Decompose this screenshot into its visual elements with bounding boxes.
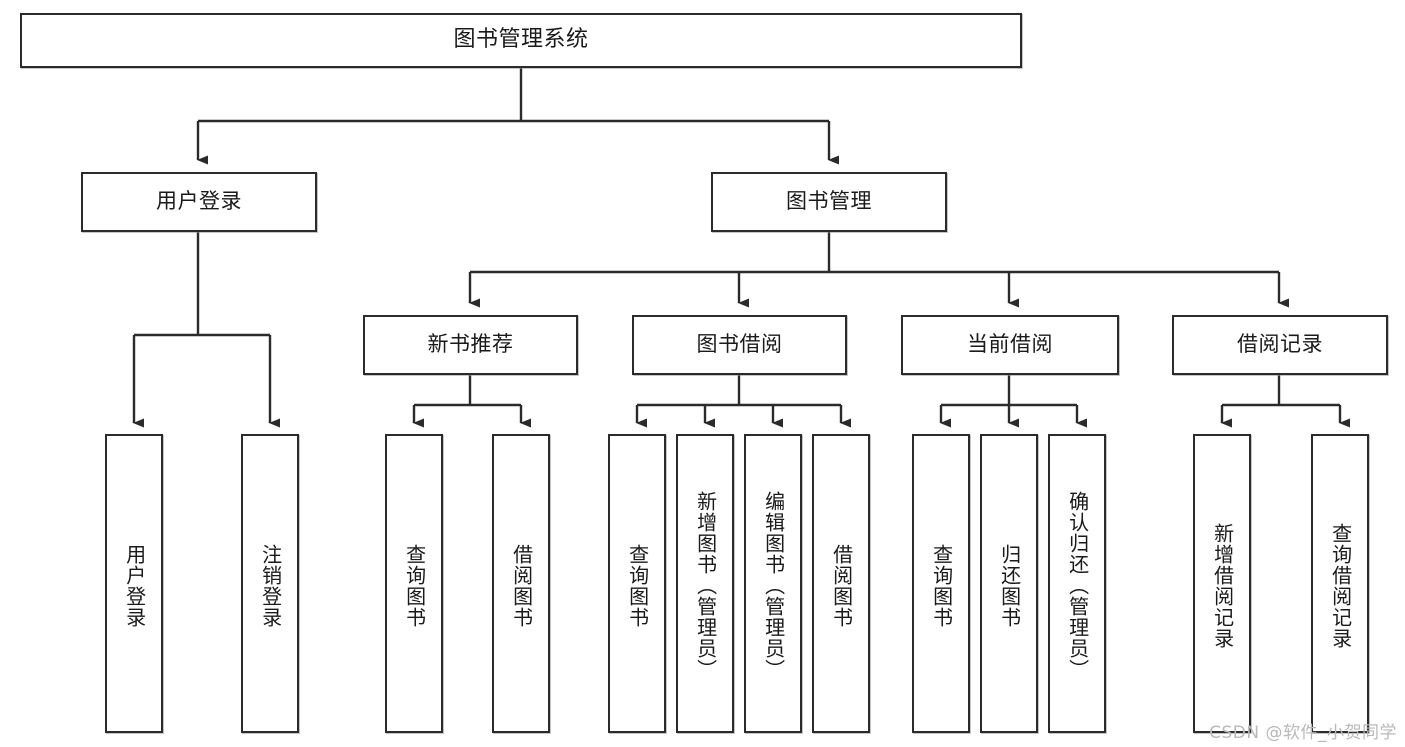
node-label: 注销登录 xyxy=(258,543,283,628)
leaf-recommend-borrow-book[interactable]: 借阅图书 xyxy=(492,434,550,733)
leaf-record-add-record[interactable]: 新增借阅记录 xyxy=(1193,434,1251,733)
node-label: 归还图书 xyxy=(997,543,1022,628)
node-label: 借阅记录 xyxy=(1237,332,1323,357)
node-label: 新书推荐 xyxy=(427,332,514,357)
node-new-book-recommend[interactable]: 新书推荐 xyxy=(363,315,578,375)
leaf-user-logout[interactable]: 注销登录 xyxy=(241,434,299,733)
leaf-record-query-record[interactable]: 查询借阅记录 xyxy=(1311,434,1369,733)
leaf-current-query-book[interactable]: 查询图书 xyxy=(912,434,970,733)
node-label: 借阅图书 xyxy=(829,543,854,628)
node-label: 当前借阅 xyxy=(967,332,1053,357)
node-label: 用户登录 xyxy=(122,543,147,628)
node-user-login[interactable]: 用户登录 xyxy=(81,172,317,232)
node-label: 编辑图书（管理员） xyxy=(761,491,786,680)
node-label: 图书借阅 xyxy=(696,332,783,357)
node-label: 查询借阅记录 xyxy=(1328,522,1353,649)
leaf-user-login[interactable]: 用户登录 xyxy=(105,434,163,733)
leaf-current-return-book[interactable]: 归还图书 xyxy=(980,434,1038,733)
leaf-borrow-edit-book[interactable]: 编辑图书（管理员） xyxy=(744,434,802,733)
node-root-system[interactable]: 图书管理系统 xyxy=(20,13,1022,68)
csdn-watermark: CSDN @软件_小贺同学 xyxy=(1209,723,1397,743)
node-label: 新增借阅记录 xyxy=(1210,522,1235,649)
node-current-borrow[interactable]: 当前借阅 xyxy=(901,315,1119,375)
node-borrow-record[interactable]: 借阅记录 xyxy=(1172,315,1388,375)
node-label: 图书管理 xyxy=(786,189,872,214)
leaf-current-confirm-return[interactable]: 确认归还（管理员） xyxy=(1048,434,1106,733)
node-book-borrow[interactable]: 图书借阅 xyxy=(632,315,847,375)
node-label: 新增图书（管理员） xyxy=(693,491,718,680)
leaf-recommend-query-book[interactable]: 查询图书 xyxy=(385,434,443,733)
node-label: 确认归还（管理员） xyxy=(1065,491,1090,680)
leaf-borrow-add-book[interactable]: 新增图书（管理员） xyxy=(676,434,734,733)
node-label: 借阅图书 xyxy=(509,543,534,628)
leaf-borrow-query-book[interactable]: 查询图书 xyxy=(608,434,666,733)
node-label: 用户登录 xyxy=(156,189,242,214)
node-label: 查询图书 xyxy=(929,543,954,628)
leaf-borrow-borrow-book[interactable]: 借阅图书 xyxy=(812,434,870,733)
node-label: 查询图书 xyxy=(402,543,427,628)
node-label: 查询图书 xyxy=(625,543,650,628)
node-book-management[interactable]: 图书管理 xyxy=(711,172,947,232)
node-label: 图书管理系统 xyxy=(453,27,589,53)
